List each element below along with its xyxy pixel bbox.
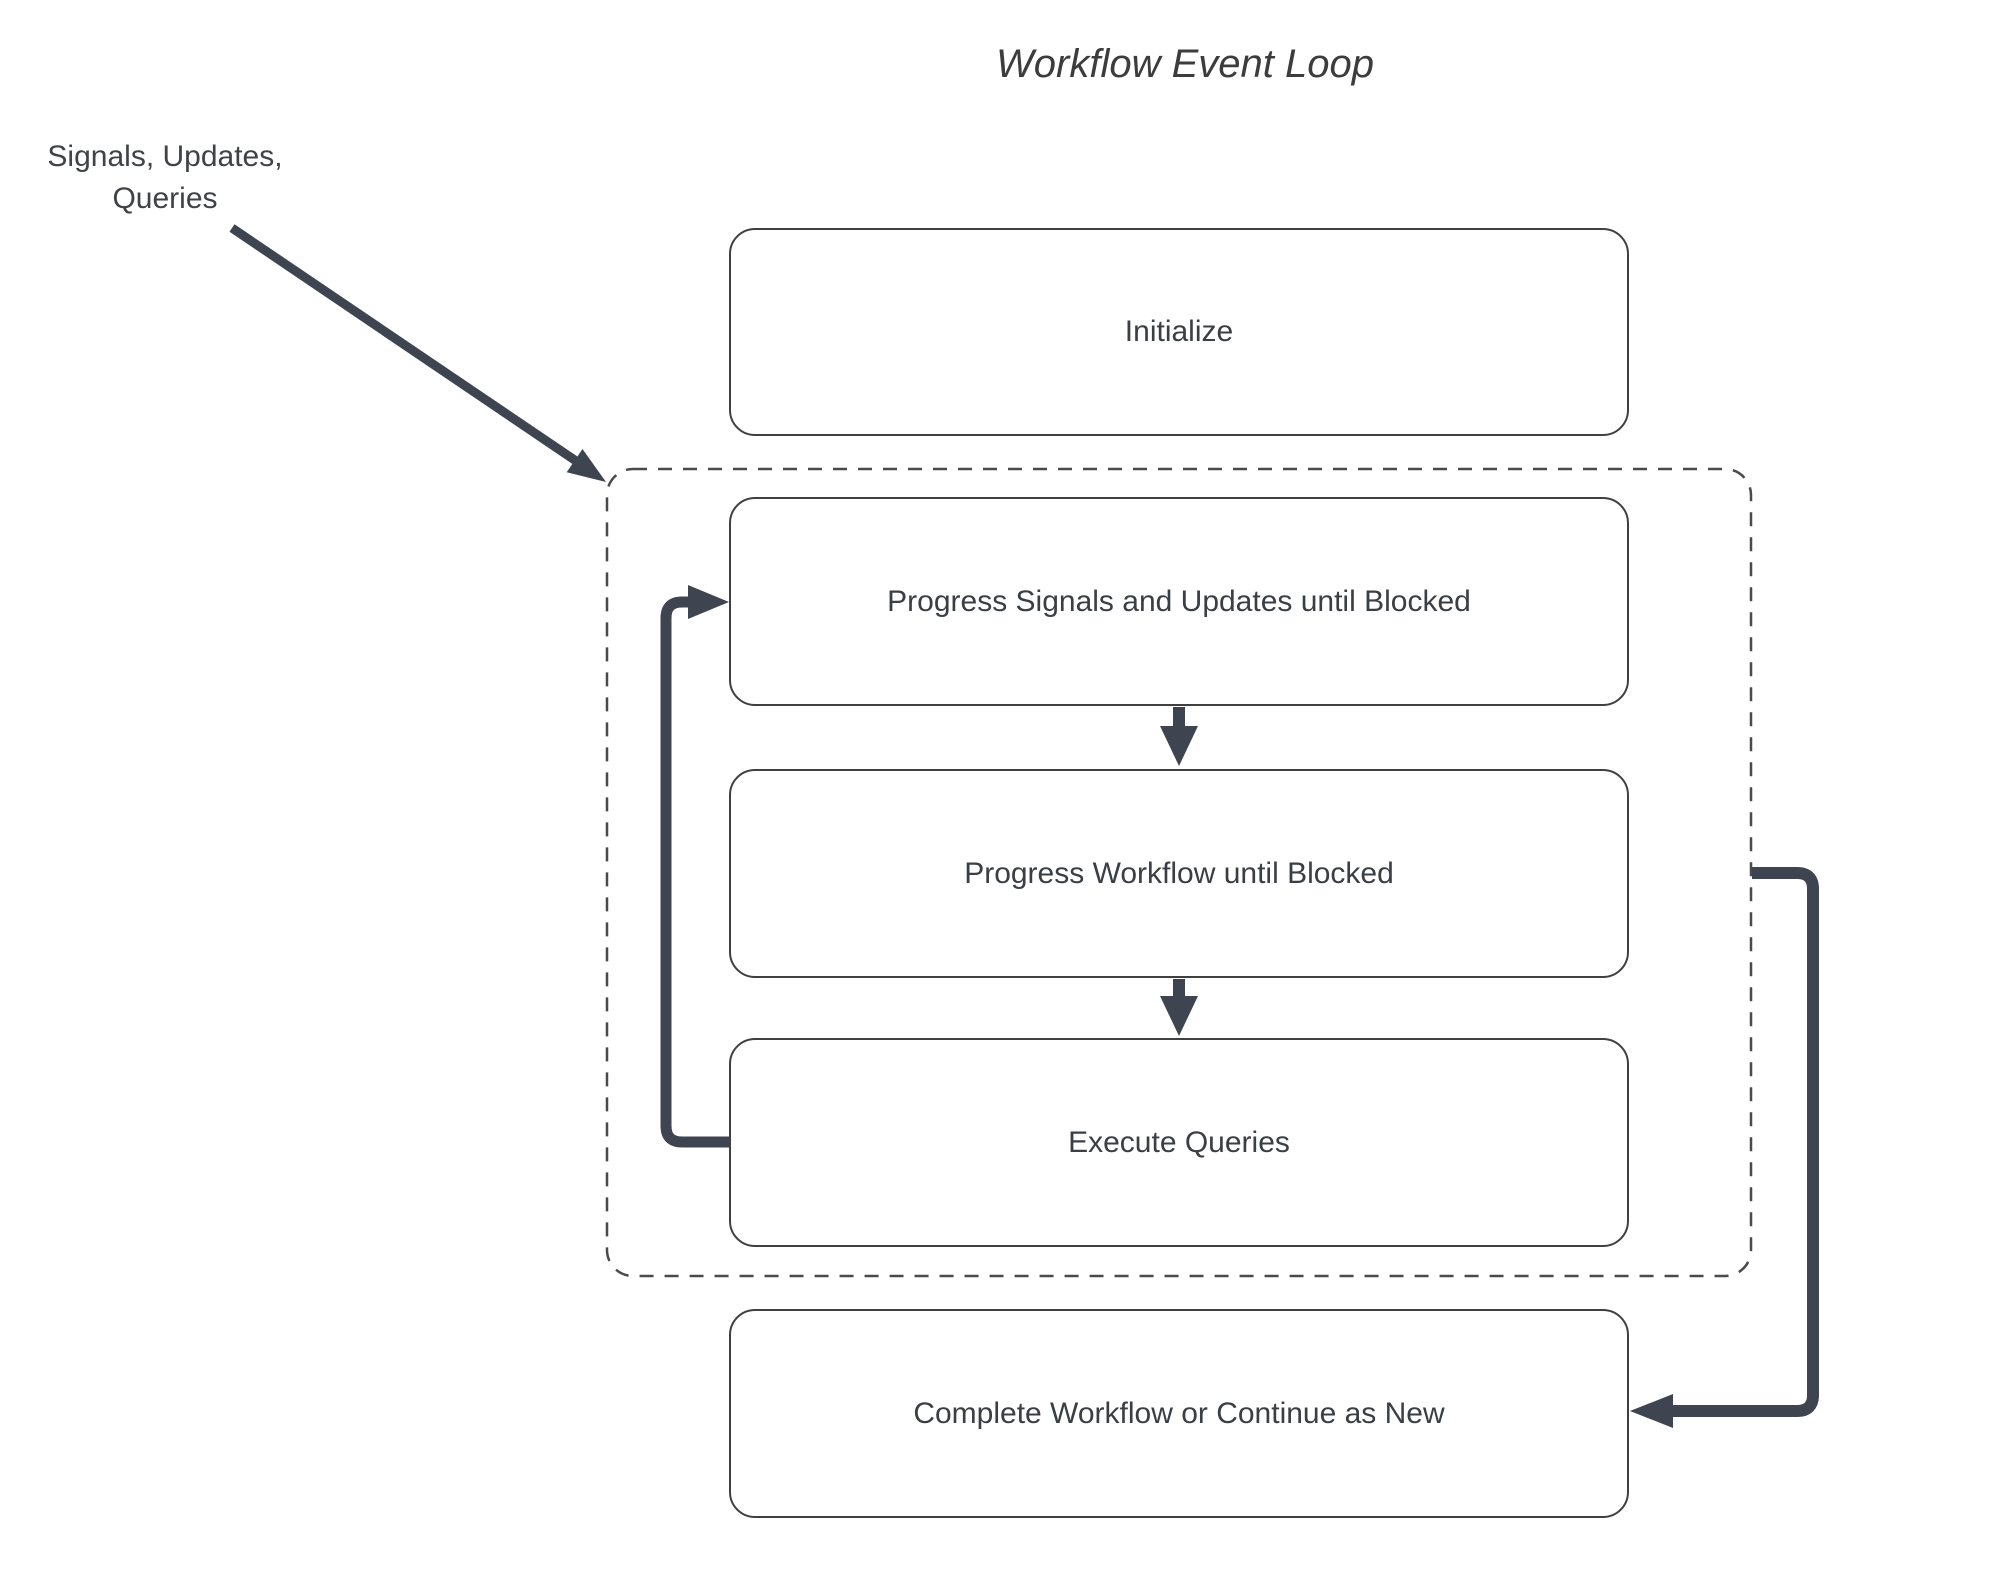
node-complete-workflow: Complete Workflow or Continue as New bbox=[729, 1309, 1629, 1518]
arrow-exit-to-complete-icon bbox=[1630, 867, 1819, 1428]
node-execute-queries-label: Execute Queries bbox=[1068, 1125, 1290, 1159]
node-progress-workflow-label: Progress Workflow until Blocked bbox=[964, 856, 1394, 890]
node-progress-signals-updates-label: Progress Signals and Updates until Block… bbox=[887, 584, 1471, 618]
node-initialize-label: Initialize bbox=[1124, 315, 1234, 348]
node-progress-signals-updates: Progress Signals and Updates until Block… bbox=[729, 497, 1629, 706]
signals-updates-queries-label: Signals, Updates, Queries bbox=[20, 136, 310, 220]
node-execute-queries: Execute Queries bbox=[729, 1038, 1629, 1247]
node-complete-workflow-label: Complete Workflow or Continue as New bbox=[913, 1396, 1445, 1430]
diagram-title: Workflow Event Loop bbox=[996, 42, 1374, 86]
annotation-line-1: Signals, Updates, bbox=[47, 140, 283, 173]
annotation-line-2: Queries bbox=[112, 182, 218, 215]
arrow-signals-input-icon bbox=[229, 224, 606, 482]
arrow-down-workflow-to-queries-icon bbox=[1160, 979, 1198, 1036]
node-initialize: Initialize bbox=[729, 228, 1629, 436]
node-progress-workflow: Progress Workflow until Blocked bbox=[729, 769, 1629, 978]
arrow-down-signals-to-workflow-icon bbox=[1160, 707, 1198, 766]
arrow-loop-back-icon bbox=[660, 585, 730, 1148]
